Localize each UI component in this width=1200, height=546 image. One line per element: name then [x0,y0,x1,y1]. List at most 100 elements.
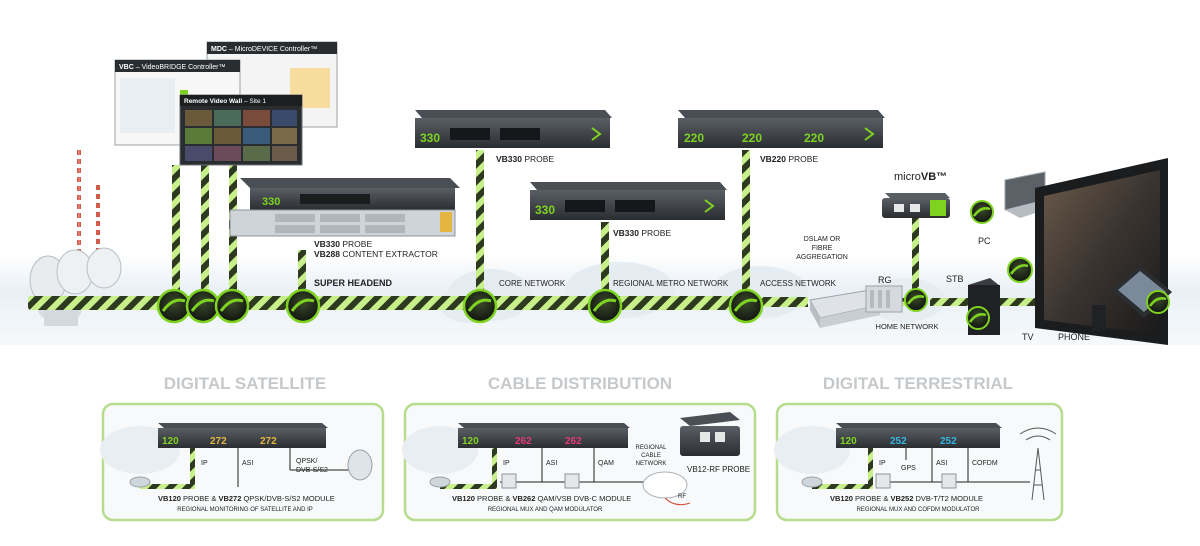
headend-probe-text: PROBE [340,239,372,249]
terr-port-ip: IP [879,460,886,467]
svg-text:252: 252 [940,436,957,447]
probe-node[interactable] [462,288,498,324]
probe-node[interactable] [1146,290,1170,314]
sat-subcaption: REGIONAL MONITORING OF SATELLITE AND IP [177,507,313,513]
headend-rack[interactable]: 330 [229,178,460,237]
wall-subtitle: – Site 1 [242,98,266,105]
phone-device[interactable] [1092,305,1106,331]
vbc-title: VBC [119,64,134,71]
terr-caption-model-a: VB120 [830,494,853,503]
antenna-towers [77,150,100,262]
terr-subcaption: REGIONAL MUX AND COFDM MODULATOR [857,507,981,513]
section-title-terrestrial: DIGITAL TERRESTRIAL [823,374,1013,393]
probe-b-device[interactable]: 330 [530,182,727,220]
cable-port-qam: QAM [598,460,614,467]
svg-text:VBC – VideoBRIDGE Controller™: VBC – VideoBRIDGE Controller™ [119,64,225,71]
section-title-satellite: DIGITAL SATELLITE [164,374,326,393]
headend-extractor-model: VB288 [314,249,340,259]
terr-port-gps: GPS [901,465,916,472]
probe-c-text: PROBE [786,154,818,164]
dslam-switch[interactable] [809,289,881,328]
probe-node[interactable] [156,288,192,324]
cable-port-ip: IP [503,460,510,467]
probe-node[interactable] [966,306,990,330]
cable-mod-face: 262 [515,436,532,447]
terr-caption-model-b: VB252 [890,494,913,503]
probe-node[interactable] [970,200,994,224]
svg-text:VB220 PROBE: VB220 PROBE [760,154,818,164]
probe-b-model: VB330 [613,228,639,238]
tv-label: TV [1022,332,1034,342]
terr-caption-text-a: PROBE & [853,494,891,503]
probe-a-device[interactable]: 330 [415,110,612,148]
probe-c-face-label: 220 [684,131,704,145]
home-network-label: HOME NETWORK [876,322,939,331]
probe-node[interactable] [587,288,623,324]
headend-face-label: 330 [262,196,280,208]
probe-b-text: PROBE [639,228,671,238]
sat-port-ip: IP [201,460,208,467]
probe-a-model: VB330 [496,154,522,164]
probe-node[interactable] [185,288,221,324]
mdc-subtitle: – MicroDEVICE Controller™ [227,46,317,53]
svg-text:262: 262 [565,436,582,447]
cable-caption-text-b: QAM/VSB DVB-C MODULE [535,494,631,503]
svg-text:VB288 CONTENT EXTRACTOR: VB288 CONTENT EXTRACTOR [314,249,438,259]
phone-label: PHONE [1058,332,1090,342]
probe-a-face-label: 330 [420,131,440,145]
svg-text:VB330 PROBE: VB330 PROBE [496,154,554,164]
video-wall-screen[interactable]: Remote Video Wall – Site 1 [179,94,303,166]
pc-label: PC [978,236,991,246]
probe-a-text: PROBE [522,154,554,164]
microvb-device[interactable] [882,193,950,218]
probe-node[interactable] [214,288,250,324]
dslam-label-2: FIBRE [812,245,833,252]
cable-cloud-line3: NETWORK [636,461,667,467]
terr-caption-text-b: DVB-T/T2 MODULE [913,494,983,503]
sat-mod-line2: DVB-S/S2 [296,467,328,474]
svg-text:MDC – MicroDEVICE Controller™: MDC – MicroDEVICE Controller™ [211,46,317,53]
headend-probe-model: VB330 [314,239,340,249]
regional-metro-label: REGIONAL METRO NETWORK [613,279,729,288]
svg-text:Remote Video Wall – Site 1: Remote Video Wall – Site 1 [184,98,266,105]
access-network-label: ACCESS NETWORK [760,279,837,288]
section-cable-box: 120 262 262 [402,402,757,522]
probe-node[interactable] [904,288,928,312]
sat-caption-text-b: QPSK/DVB-S/S2 MODULE [241,494,334,503]
pad-label: PAD [1124,332,1142,342]
probe-node[interactable] [728,288,764,324]
sat-caption-model-b: VB272 [218,494,241,503]
rg-router[interactable] [865,285,903,313]
dslam-label-1: DSLAM OR [804,236,841,243]
svg-text:220: 220 [804,131,824,145]
svg-text:VB120 PROBE & VB262 QAM/VSB: VB120 PROBE & VB262 QAM/VSB DVB-C MODULE [452,494,631,503]
core-network-label: CORE NETWORK [499,279,566,288]
rg-label: RG [878,275,892,285]
terr-mod-face: 252 [890,436,907,447]
section-terrestrial-box: 120 252 252 [774,402,1064,522]
cable-probe-face: 120 [462,436,479,447]
cable-cloud-line1: REGIONAL [635,445,667,451]
sat-probe-face: 120 [162,436,179,447]
svg-text:272: 272 [260,436,277,447]
cable-caption-model-b: VB262 [512,494,535,503]
svg-text:VB330 PROBE: VB330 PROBE [314,239,372,249]
vbc-subtitle: – VideoBRIDGE Controller™ [134,64,226,71]
sat-mod-face: 272 [210,436,227,447]
cable-caption-model-a: VB120 [452,494,475,503]
probe-b-face-label: 330 [535,203,555,217]
cable-subcaption: REGIONAL MUX AND QAM MODULATOR [488,507,603,513]
svg-text:220: 220 [742,131,762,145]
svg-text:VB120 PROBE & VB252 DVB-T/T2: VB120 PROBE & VB252 DVB-T/T2 MODULE [830,494,983,503]
cable-port-asi: ASI [546,460,557,467]
cable-rf-probe: VB12-RF PROBE [687,465,750,474]
dslam-label-3: AGGREGATION [796,254,848,261]
svg-text:VB120 PROBE & VB272 QPSK/DVB: VB120 PROBE & VB272 QPSK/DVB-S/S2 MODULE [158,494,335,503]
sat-mod-line1: QPSK/ [296,458,317,465]
probe-node[interactable] [1007,257,1033,283]
probe-node[interactable] [285,288,321,324]
super-headend-label: SUPER HEADEND [314,278,393,288]
section-title-cable: CABLE DISTRIBUTION [488,374,672,393]
probe-c-device[interactable]: 220 220 220 [678,110,885,148]
